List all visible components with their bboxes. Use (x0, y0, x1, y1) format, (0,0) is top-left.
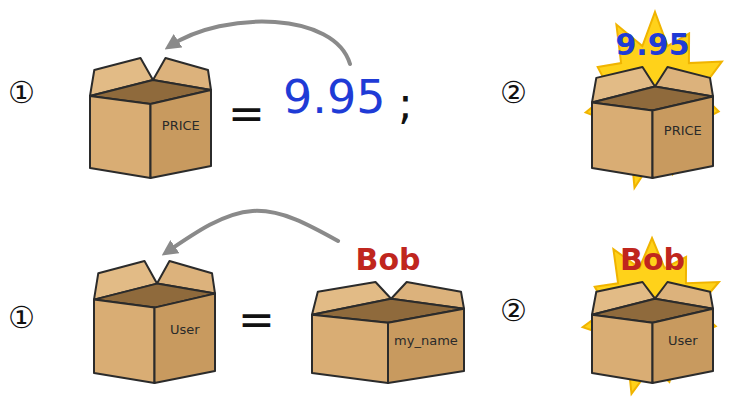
step-number: ① (8, 303, 35, 333)
box: User (92, 258, 217, 385)
box: 9.95PRICE (590, 28, 715, 180)
box-label: PRICE (664, 123, 702, 139)
value-text: 9.95 (590, 28, 715, 64)
cardboard-box (88, 55, 213, 180)
box-part (592, 315, 653, 383)
box-part (155, 294, 216, 383)
box-part (653, 97, 714, 179)
box-part (94, 300, 155, 383)
equals-sign: = (228, 92, 265, 136)
value-text: Bob (310, 243, 466, 279)
box: PRICE (88, 55, 213, 180)
assign-arrow (167, 211, 338, 252)
starburst (583, 238, 719, 394)
box-label: User (170, 322, 200, 338)
box-label: my_name (394, 333, 458, 349)
box-label: PRICE (162, 118, 200, 134)
box-label: User (668, 333, 698, 349)
box-part (653, 309, 714, 383)
semicolon: ; (398, 82, 413, 126)
box-part (592, 103, 653, 179)
step-number: ② (500, 296, 527, 326)
equals-sign: = (238, 298, 275, 342)
assign-arrow (170, 22, 350, 64)
step-number: ② (500, 78, 527, 108)
box-part (312, 315, 388, 383)
box-part (151, 90, 212, 178)
box-part (388, 309, 464, 383)
cardboard-box (92, 258, 217, 385)
box: Bob my_name (310, 243, 466, 385)
box-part (90, 96, 151, 178)
value-text: Bob (590, 243, 715, 279)
starburst (586, 12, 722, 188)
box: BobUser (590, 243, 715, 385)
step-number: ① (8, 78, 35, 108)
value-text: 9.95 (283, 74, 385, 120)
